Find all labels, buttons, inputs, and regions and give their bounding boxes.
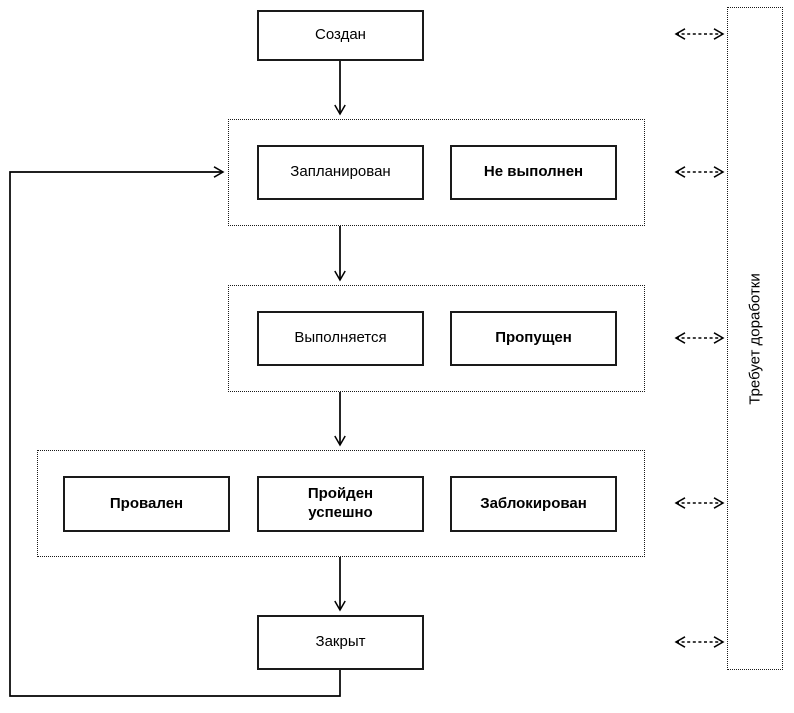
node-closed: Закрыт (257, 615, 424, 670)
node-failed: Провален (63, 476, 230, 532)
node-skipped: Пропущен (450, 311, 617, 366)
node-in-progress: Выполняется (257, 311, 424, 366)
node-blocked: Заблокирован (450, 476, 617, 532)
rework-panel-label: Требует доработки (746, 272, 764, 405)
node-passed-label: Пройден успешно (307, 485, 374, 521)
node-passed: Пройден успешно (257, 476, 424, 532)
rework-panel: Требует доработки (727, 7, 783, 670)
node-planned: Запланирован (257, 145, 424, 200)
node-created: Создан (257, 10, 424, 61)
node-not-executed: Не выполнен (450, 145, 617, 200)
